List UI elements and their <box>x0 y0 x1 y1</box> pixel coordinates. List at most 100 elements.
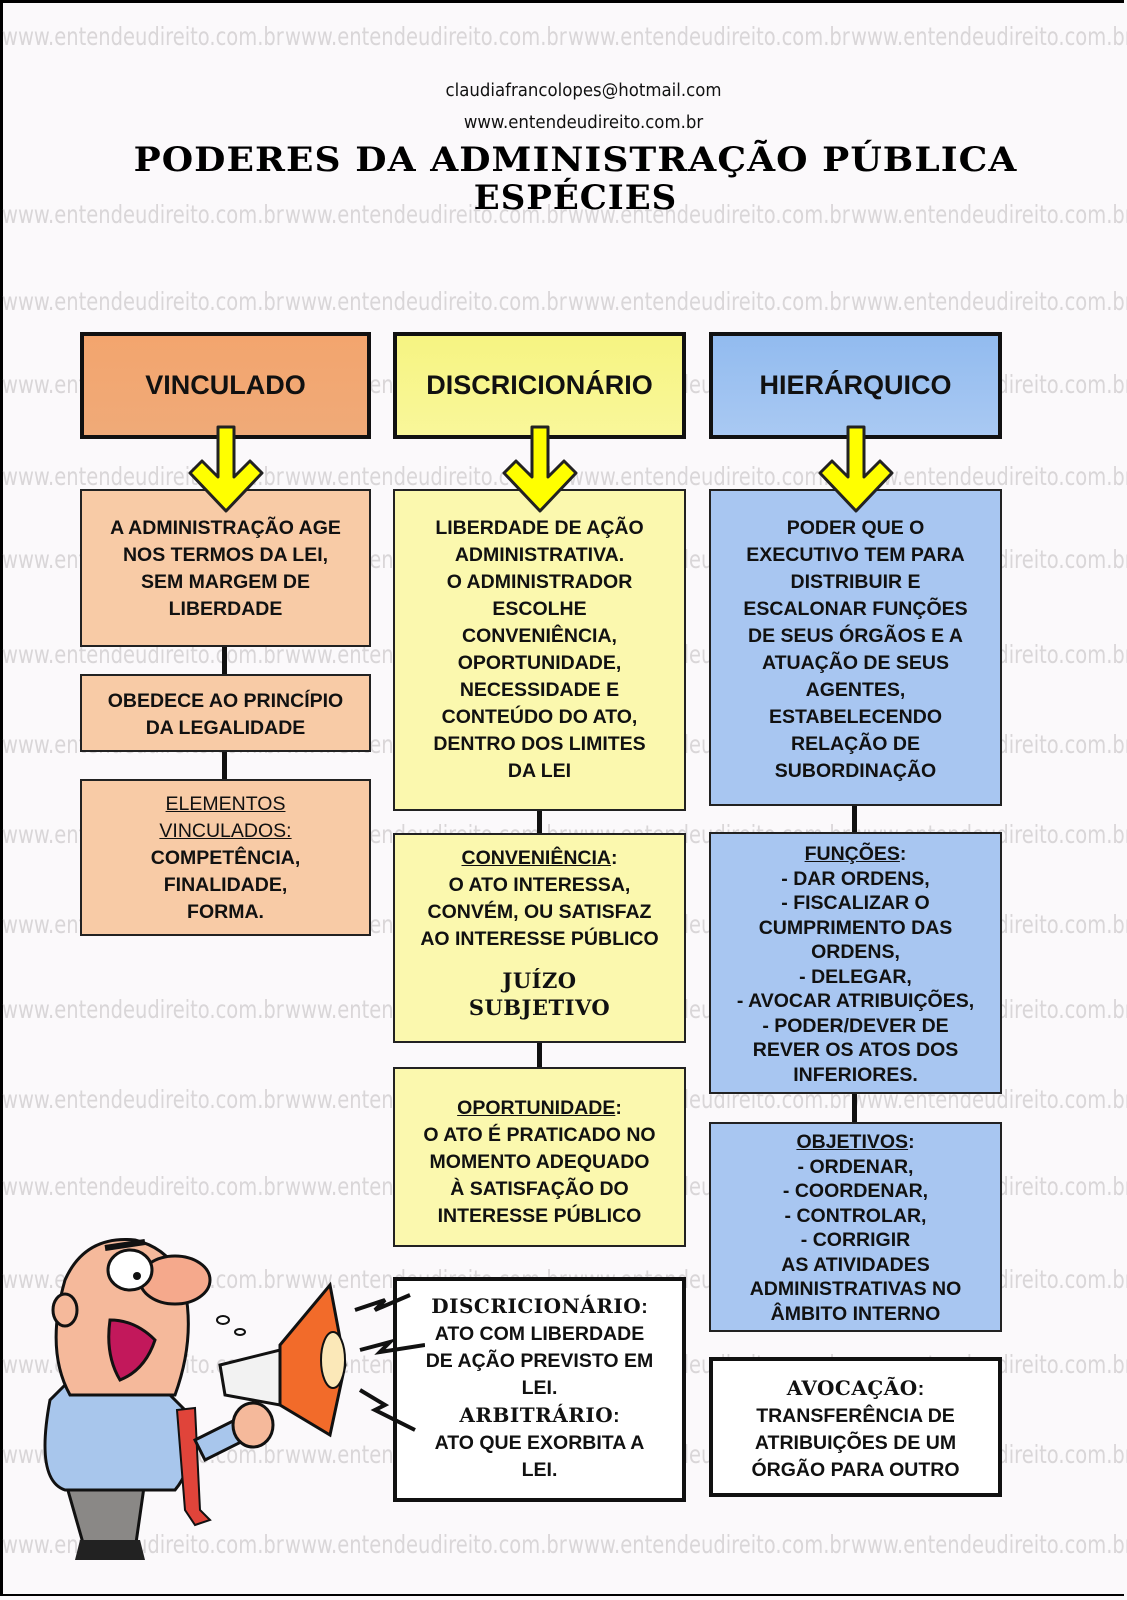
page-title: PODERES DA ADMINISTRAÇÃO PÚBLICA <box>133 140 1018 180</box>
text-line: ADMINISTRATIVAS NO <box>749 1278 962 1300</box>
connector-line <box>852 1094 857 1122</box>
note-term-heading: AVOCAÇÃO: <box>786 1376 925 1400</box>
heading-vinculado-label: VINCULADO <box>145 370 306 400</box>
oportunidade-label: OPORTUNIDADE <box>457 1097 616 1119</box>
connector-line <box>222 752 227 779</box>
text-line: DA LEGALIDADE <box>145 717 306 739</box>
text-line: - COORDENAR, <box>782 1180 929 1202</box>
vinculado-elementos-box: ELEMENTOS VINCULADOS: COMPETÊNCIA, FINAL… <box>80 779 371 936</box>
text-line: TRANSFERÊNCIA DE <box>756 1405 955 1427</box>
discricionario-definition-box: LIBERDADE DE AÇÃO ADMINISTRATIVA. O ADMI… <box>393 489 686 811</box>
text-line: INTERESSE PÚBLICO <box>437 1205 642 1227</box>
avocacao-note: AVOCAÇÃO: TRANSFERÊNCIA DE ATRIBUIÇÕES D… <box>709 1357 1002 1497</box>
mouth <box>107 1318 157 1382</box>
text-line: EXECUTIVO TEM PARA <box>746 544 965 566</box>
text-line: O ATO É PRATICADO NO <box>423 1124 656 1146</box>
text-line: OPORTUNIDADE, <box>457 652 622 674</box>
text-line: ATO COM LIBERDADE <box>434 1323 645 1345</box>
connector-line <box>537 811 542 833</box>
text-line: - CONTROLAR, <box>784 1204 927 1227</box>
text-line: LIBERDADE <box>168 598 283 620</box>
text-line: MOMENTO ADEQUADO <box>429 1151 650 1173</box>
text-line: À SATISFAÇÃO DO <box>450 1178 629 1200</box>
tie <box>175 1406 212 1527</box>
text-line: PODER QUE O <box>786 517 925 539</box>
text-line: - PODER/DEVER DE <box>762 1014 949 1037</box>
juizo-label: JUÍZO <box>502 968 577 993</box>
funcoes-box: FUNÇÕES: - DAR ORDENS, - FISCALIZAR O CU… <box>709 832 1002 1094</box>
text-line: CUMPRIMENTO DAS <box>758 916 953 939</box>
text-line: DA LEI <box>507 760 572 782</box>
text-line: CONVENIÊNCIA, <box>462 625 617 647</box>
heading-discricionario-label: DISCRICIONÁRIO <box>426 370 653 400</box>
note-term-heading: ARBITRÁRIO: <box>459 1403 620 1427</box>
text-line: ESTABELECENDO <box>769 706 942 728</box>
ear <box>51 1292 79 1328</box>
sound-bolt-icon <box>359 1338 425 1355</box>
text-line: AS ATIVIDADES <box>781 1253 930 1276</box>
text-line: A ADMINISTRAÇÃO AGE <box>110 517 341 539</box>
text-line: DE SEUS ÓRGÃOS E A <box>748 625 963 647</box>
text-line: ATUAÇÃO DE SEUS <box>761 652 950 674</box>
hierarquico-definition-box: PODER QUE O EXECUTIVO TEM PARA DISTRIBUI… <box>709 489 1002 806</box>
subjetivo-label: SUBJETIVO <box>468 995 611 1020</box>
heading-hierarquico-label: HIERÁRQUICO <box>759 370 952 400</box>
vinculado-legalidade-box: OBEDECE AO PRINCÍPIO DA LEGALIDADE <box>80 674 371 752</box>
text-line: SEM MARGEM DE <box>140 571 310 593</box>
text-line: DISTRIBUIR E <box>790 571 921 593</box>
funcoes-label: FUNÇÕES <box>804 843 900 865</box>
text-line: REVER OS ATOS DOS <box>752 1039 959 1061</box>
page-subtitle: ESPÉCIES <box>473 178 678 218</box>
heading-discricionario: DISCRICIONÁRIO <box>393 332 686 439</box>
text-line: NOS TERMOS DA LEI, <box>122 544 329 566</box>
discricionario-arbitrario-note: DISCRICIONÁRIO: ATO COM LIBERDADE DE AÇÃ… <box>393 1277 686 1502</box>
text-line: CONVÉM, OU SATISFAZ <box>427 901 652 923</box>
text-line: - DELEGAR, <box>799 965 912 988</box>
shouting-man-megaphone-illustration <box>43 1238 425 1560</box>
text-line: FINALIDADE, <box>163 874 288 896</box>
elementos-label: ELEMENTOS <box>165 793 286 815</box>
text-line: ADMINISTRATIVA. <box>454 544 625 566</box>
eyebrow <box>104 1239 146 1251</box>
objetivos-label: OBJETIVOS <box>796 1131 909 1153</box>
discricionario-term: DISCRICIONÁRIO <box>431 1294 642 1318</box>
conveniencia-heading: CONVENIÊNCIA: <box>461 847 618 869</box>
arbitrario-term: ARBITRÁRIO <box>459 1403 614 1427</box>
objetivos-heading: OBJETIVOS: <box>796 1131 915 1153</box>
text-line: AO INTERESSE PÚBLICO <box>420 928 659 950</box>
text-line: FORMA. <box>187 901 264 923</box>
text-line: - AVOCAR ATRIBUIÇÕES, <box>736 990 975 1012</box>
connector-line <box>537 1043 542 1067</box>
down-arrow-icon <box>502 425 578 513</box>
text-line: O ATO INTERESSA, <box>448 874 631 896</box>
conveniencia-label: CONVENIÊNCIA <box>461 847 612 869</box>
elementos-label: VINCULADOS: <box>159 820 292 842</box>
fist <box>231 1401 275 1449</box>
funcoes-heading: FUNÇÕES: <box>804 843 907 865</box>
down-arrow-icon <box>818 425 894 513</box>
text-line: ÂMBITO INTERNO <box>770 1302 941 1325</box>
avocacao-term: AVOCAÇÃO <box>786 1376 918 1400</box>
connector-line <box>222 647 227 674</box>
text-line: O ADMINISTRADOR <box>446 571 633 593</box>
text-line: - CORRIGIR <box>800 1229 911 1251</box>
connector-line <box>852 806 857 832</box>
heading-vinculado: VINCULADO <box>80 332 371 439</box>
conveniencia-box: CONVENIÊNCIA: O ATO INTERESSA, CONVÉM, O… <box>393 833 686 1043</box>
shoes <box>75 1540 145 1560</box>
text-line: ÓRGÃO PARA OUTRO <box>751 1459 960 1481</box>
text-line: ATRIBUIÇÕES DE UM <box>754 1432 957 1454</box>
oportunidade-heading: OPORTUNIDADE: <box>457 1097 622 1119</box>
sound-bolt-icon <box>354 1293 411 1312</box>
eye <box>106 1248 154 1292</box>
text-line: - DAR ORDENS, <box>781 867 930 890</box>
oportunidade-box: OPORTUNIDADE: O ATO É PRATICADO NO MOMEN… <box>393 1067 686 1247</box>
website-url: www.entendeudireito.com.br <box>463 112 704 133</box>
text-line: AGENTES, <box>805 679 906 701</box>
objetivos-box: OBJETIVOS: - ORDENAR, - COORDENAR, - CON… <box>709 1122 1002 1332</box>
text-line: ATO QUE EXORBITA A <box>434 1432 645 1454</box>
text-line: - ORDENAR, <box>797 1155 914 1178</box>
text-line: OBEDECE AO PRINCÍPIO <box>107 690 344 712</box>
down-arrow-icon <box>188 425 264 513</box>
